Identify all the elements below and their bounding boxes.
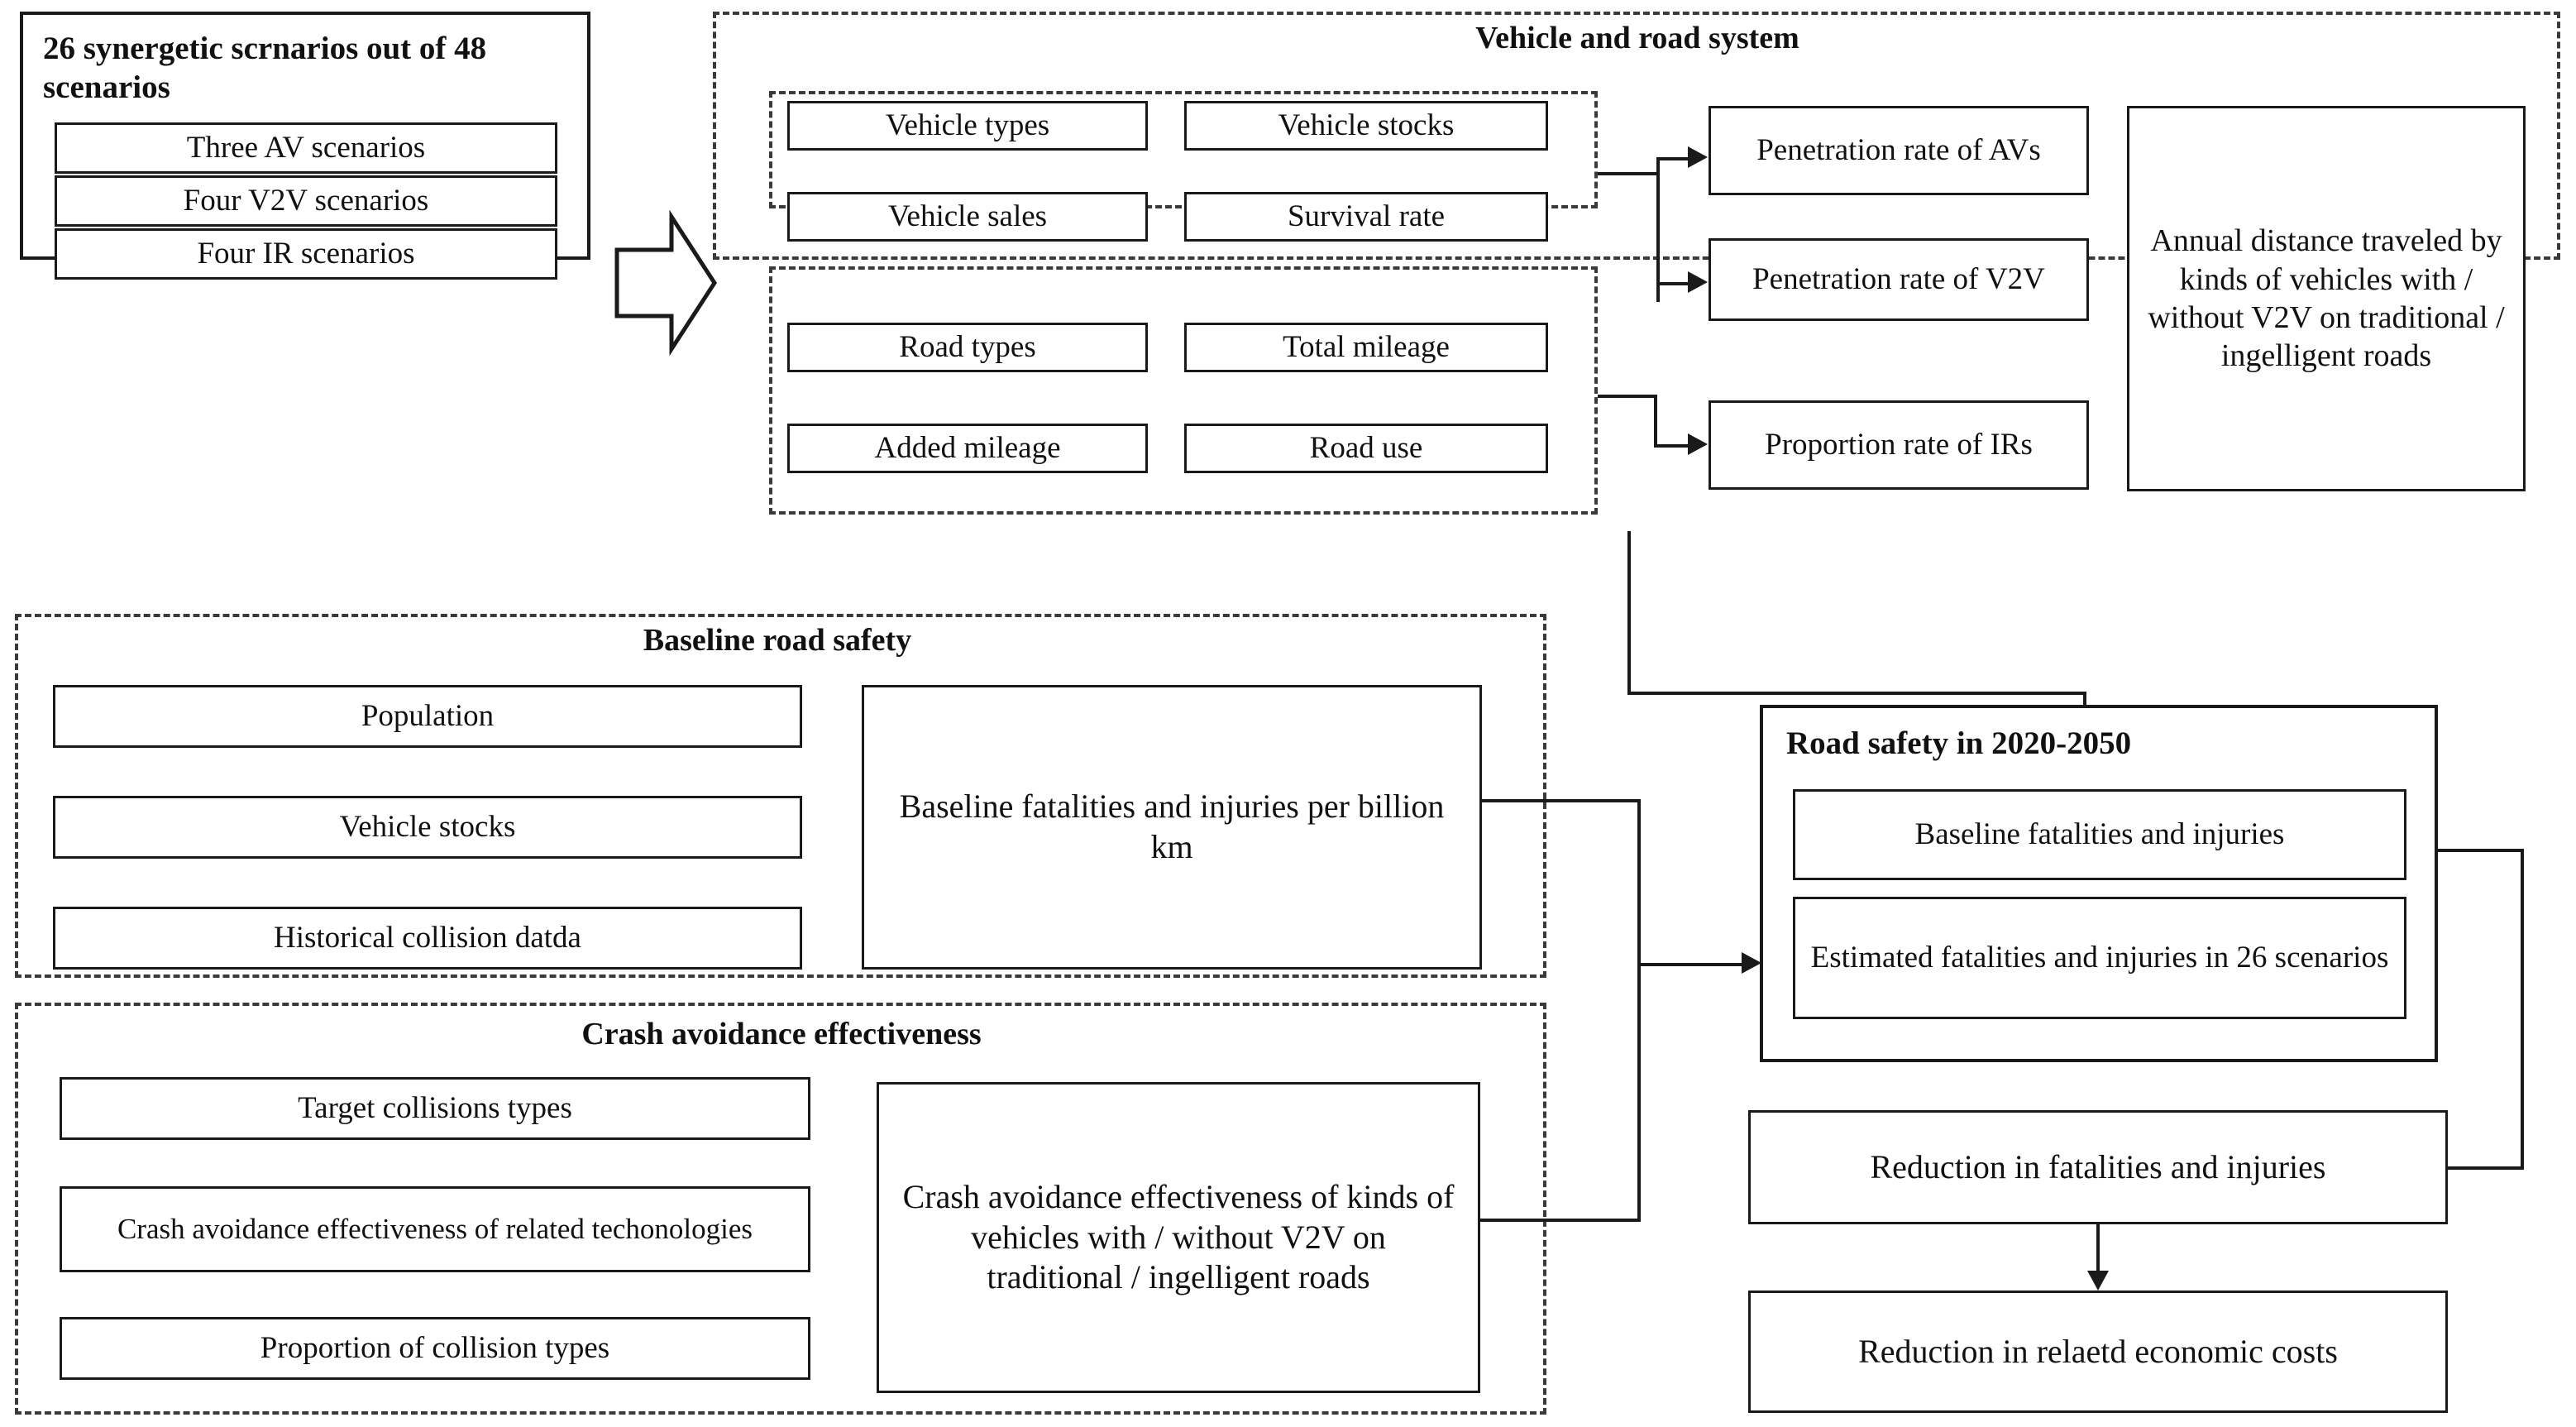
node-vehicle-types[interactable]: Vehicle types: [787, 101, 1148, 151]
scenario-item-av[interactable]: Three AV scenarios: [55, 122, 557, 174]
road-subgroup: [769, 266, 1598, 515]
node-survival-rate[interactable]: Survival rate: [1184, 192, 1548, 242]
vehicle-road-system-group: [713, 12, 2560, 260]
node-reduction-fatalities-injuries[interactable]: Reduction in fatalities and injuries: [1748, 1110, 2448, 1224]
block-arrow-right-icon: [612, 207, 719, 360]
crash-avoidance-title: Crash avoidance effectiveness: [581, 1017, 982, 1051]
scenarios-panel-title: 26 synergetic scrnarios out of 48 scenar…: [43, 31, 487, 105]
connector-to-v2v-h: [1656, 282, 1689, 285]
arrow-to-penetration-av-icon: [1688, 146, 1708, 168]
node-target-collision-types[interactable]: Target collisions types: [60, 1077, 810, 1140]
node-crash-avoidance-related-tech[interactable]: Crash avoidance effectiveness of related…: [60, 1186, 810, 1272]
node-added-mileage[interactable]: Added mileage: [787, 424, 1148, 473]
node-historical-collision-data[interactable]: Historical collision datda: [53, 907, 802, 970]
connector-vehicle-out-v: [1656, 157, 1660, 302]
node-vehicle-stocks[interactable]: Vehicle stocks: [1184, 101, 1548, 151]
node-vehicle-sales[interactable]: Vehicle sales: [787, 192, 1148, 242]
connector-baseline-out-h: [1482, 799, 1641, 802]
node-road-types[interactable]: Road types: [787, 323, 1148, 372]
node-estimated-fatalities-26-scenarios[interactable]: Estimated fatalities and injuries in 26 …: [1793, 897, 2406, 1019]
connector-system-right: [1627, 692, 2086, 695]
road-safety-panel: Road safety in 2020-2050 Baseline fatali…: [1760, 705, 2438, 1062]
connector-merge-to-road-safety: [1637, 963, 1745, 966]
arrow-to-road-safety-left-icon: [1742, 952, 1761, 974]
connector-left-merge-v: [1637, 799, 1641, 1221]
vehicle-subgroup: [769, 91, 1598, 208]
road-safety-panel-title: Road safety in 2020-2050: [1786, 725, 2132, 761]
scenario-item-ir[interactable]: Four IR scenarios: [55, 228, 557, 280]
crash-avoidance-group: [15, 1003, 1546, 1415]
node-crash-avoidance-effectiveness-vehicles[interactable]: Crash avoidance effectiveness of kinds o…: [877, 1082, 1480, 1393]
arrow-to-costs-icon: [2087, 1271, 2109, 1291]
node-population[interactable]: Population: [53, 685, 802, 748]
connector-to-ir-h: [1654, 444, 1690, 448]
node-annual-distance-traveled[interactable]: Annual distance traveled by kinds of veh…: [2127, 106, 2526, 491]
connector-roadsafety-feedback-v: [2521, 849, 2524, 1170]
node-baseline-fatalities-injuries[interactable]: Baseline fatalities and injuries: [1793, 789, 2406, 880]
node-baseline-fatalities-per-billion-km[interactable]: Baseline fatalities and injuries per bil…: [862, 685, 1482, 970]
connector-vehicle-out-h: [1598, 172, 1660, 175]
scenarios-panel: 26 synergetic scrnarios out of 48 scenar…: [20, 12, 590, 280]
connector-crash-out-h: [1480, 1219, 1641, 1222]
connector-to-av-h: [1656, 157, 1689, 160]
node-proportion-rate-irs[interactable]: Proportion rate of IRs: [1709, 400, 2089, 490]
scenario-item-v2v[interactable]: Four V2V scenarios: [55, 175, 557, 227]
connector-roadsafety-feedback-h1: [2435, 849, 2524, 852]
connector-road-out-v: [1654, 395, 1657, 448]
connector-reduction-down: [2096, 1224, 2100, 1276]
node-reduction-economic-costs[interactable]: Reduction in relaetd economic costs: [1748, 1291, 2448, 1413]
node-road-use[interactable]: Road use: [1184, 424, 1548, 473]
node-penetration-rate-v2v[interactable]: Penetration rate of V2V: [1709, 238, 2089, 321]
arrow-to-proportion-ir-icon: [1688, 433, 1708, 455]
node-penetration-rate-avs[interactable]: Penetration rate of AVs: [1709, 106, 2089, 195]
connector-road-out-h: [1598, 395, 1657, 398]
node-vehicle-stocks-baseline[interactable]: Vehicle stocks: [53, 796, 802, 859]
node-proportion-collision-types[interactable]: Proportion of collision types: [60, 1317, 810, 1380]
arrow-to-penetration-v2v-icon: [1688, 271, 1708, 293]
connector-system-down-1: [1627, 531, 1631, 695]
vehicle-road-system-title: Vehicle and road system: [1475, 21, 1799, 55]
baseline-road-safety-title: Baseline road safety: [643, 623, 912, 658]
node-total-mileage[interactable]: Total mileage: [1184, 323, 1548, 372]
connector-roadsafety-feedback-h2: [2446, 1166, 2524, 1170]
baseline-road-safety-group: [15, 614, 1546, 978]
